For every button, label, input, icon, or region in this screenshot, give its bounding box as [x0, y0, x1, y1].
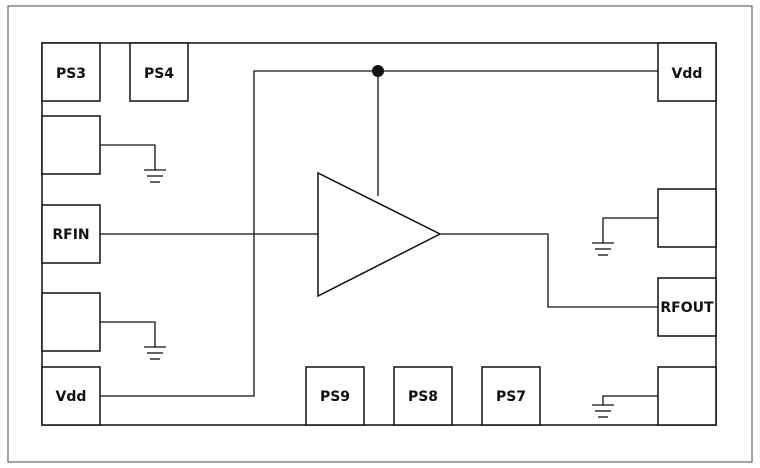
- pad-gnd-right-lower: [657, 366, 717, 426]
- pad-gnd-left-upper: [41, 115, 101, 175]
- pad-ps3: PS3: [41, 42, 101, 102]
- ground-icon: [144, 169, 166, 183]
- pad-gnd-left-lower: [41, 292, 101, 352]
- pad-ps8: PS8: [393, 366, 453, 426]
- pad-vdd-bottom-label: Vdd: [56, 389, 87, 405]
- pad-rfout: RFOUT: [657, 277, 717, 337]
- pad-ps9-label: PS9: [320, 389, 350, 405]
- outer-frame: [7, 5, 753, 463]
- pad-rfout-label: RFOUT: [660, 300, 714, 316]
- ground-icon: [592, 404, 614, 418]
- gnd-wire-right-upper: [602, 217, 658, 243]
- pad-rfin-label: RFIN: [52, 227, 89, 243]
- rfout-wire: [440, 233, 658, 308]
- gnd-wire-left-upper: [100, 144, 156, 170]
- pad-ps7-label: PS7: [496, 389, 526, 405]
- pad-ps4: PS4: [129, 42, 189, 102]
- amplifier-symbol: [317, 171, 442, 298]
- pad-ps7: PS7: [481, 366, 541, 426]
- gnd-wire-left-lower: [100, 321, 156, 347]
- pad-vdd-top: Vdd: [657, 42, 717, 102]
- ground-icon: [592, 242, 614, 256]
- pad-ps3-label: PS3: [56, 66, 86, 82]
- pad-ps4-label: PS4: [144, 66, 174, 82]
- pad-ps8-label: PS8: [408, 389, 438, 405]
- gnd-wire-right-lower: [602, 395, 658, 405]
- pad-rfin: RFIN: [41, 204, 101, 264]
- pad-vdd-bottom: Vdd: [41, 366, 101, 426]
- pad-ps9: PS9: [305, 366, 365, 426]
- pad-gnd-right-upper: [657, 188, 717, 248]
- pad-vdd-top-label: Vdd: [672, 66, 703, 82]
- ground-icon: [144, 346, 166, 360]
- junction-dot: [372, 65, 384, 77]
